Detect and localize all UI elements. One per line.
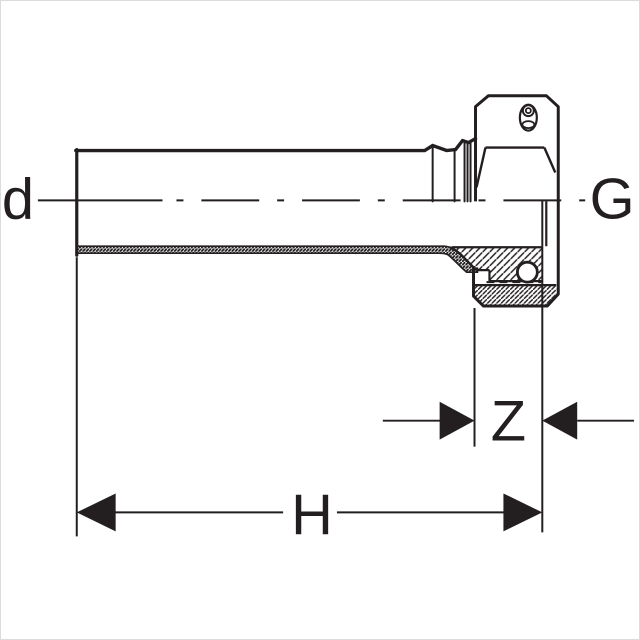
label-d: d [2, 167, 34, 231]
tube-wall-hatched [75, 245, 479, 273]
z-arrowhead-left-icon [439, 401, 475, 440]
z-arrowhead-right-icon [542, 401, 578, 440]
label-h: H [291, 483, 333, 547]
label-z: Z [491, 390, 526, 454]
dimension-z: Z [382, 390, 635, 454]
h-arrowhead-right-icon [503, 493, 543, 532]
extension-lines [75, 200, 544, 537]
seal-ring-icon [515, 260, 539, 284]
pipe-top-edge [74, 136, 478, 153]
h-arrowhead-left-icon [76, 493, 116, 532]
union-nut [449, 94, 560, 308]
label-g: G [590, 167, 635, 231]
hex-facet-lines [475, 146, 557, 188]
dimension-h: H [76, 483, 543, 547]
thread-strip-hatch [473, 285, 557, 306]
socket-bead-lines [431, 140, 472, 203]
pipe [74, 136, 478, 257]
pipe-wall-section [75, 245, 479, 273]
nut-face-detail-icon [518, 103, 538, 132]
nut-outline [472, 94, 560, 308]
